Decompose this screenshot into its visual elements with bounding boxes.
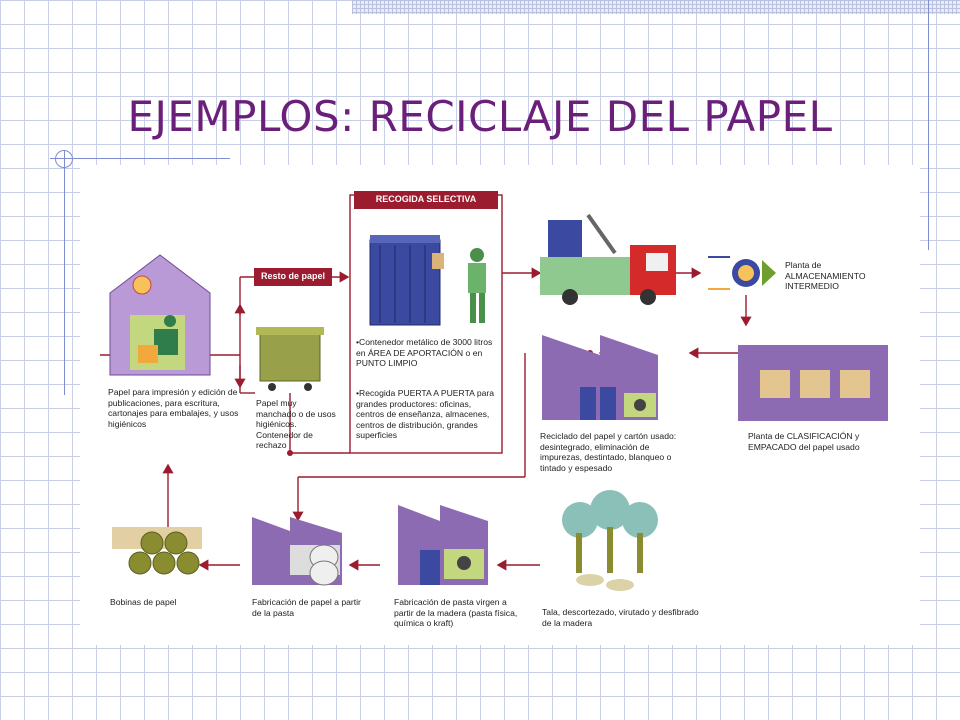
recycling-diagram: Resto de papel RECOGIDA SELECTIVA Papel … [80,165,920,645]
label-tala: Tala, descortezado, virutado y desfibrad… [542,607,699,628]
paper-rolls-icon [112,527,202,575]
label-fabricacion-pasta: Fabricación de pasta virgen a partir de … [394,597,518,628]
slide-title: EJEMPLOS: RECICLAJE DEL PAPEL [127,92,833,141]
recycling-factory-icon [542,335,658,420]
house-icon [109,254,211,376]
decor-line-horizontal [50,158,230,159]
paper-factory-icon [252,517,342,586]
decor-line-vertical [64,150,65,395]
decor-circle [55,150,73,168]
label-planta-clasificacion: Planta de CLASIFICACIÓN y EMPACADO del p… [748,431,860,452]
label-fabricacion-papel: Fabricación de papel a partir de la past… [252,597,361,618]
label-papel-impresion: Papel para impresión y edición de public… [108,387,239,429]
diagram-graphics [100,191,888,591]
storage-plant-icon [708,256,776,290]
classification-plant-icon [738,345,888,421]
top-decor-band [352,0,960,14]
label-contenedor-1: •Contenedor metálico de 3000 litros en Á… [356,337,493,368]
label-bobinas: Bobinas de papel [110,597,177,607]
label-planta-almacenamiento: Planta de ALMACENAMIENTO INTERMEDIO [785,260,866,291]
waste-bin-icon [256,327,324,391]
recogida-selectiva-tag: RECOGIDA SELECTIVA [375,194,477,204]
truck-icon [540,213,676,305]
label-papel-manchado: Papel muy manchado o de usos higiénicos.… [256,398,336,450]
decor-line-right [928,0,929,250]
label-reciclado: Reciclado del papel y cartón usado: desi… [540,431,677,473]
resto-papel-tag: Resto de papel [260,271,325,281]
trees-icon [562,490,658,591]
pulp-factory-icon [398,505,488,585]
sun-icon [132,275,152,295]
label-contenedor-2: •Recogida PUERTA A PUERTA para grandes p… [356,388,495,440]
recycling-container-icon [369,235,486,326]
